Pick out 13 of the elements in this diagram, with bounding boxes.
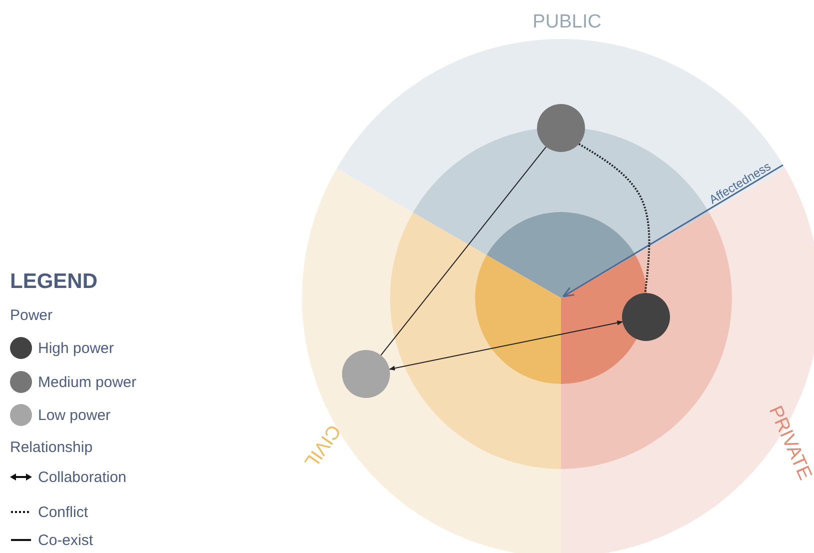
legend-text: Conflict [38, 504, 88, 520]
legend-text: High power [38, 340, 114, 356]
connector [380, 146, 547, 356]
legend-text: Low power [38, 406, 111, 424]
legend-text: Collaboration [38, 468, 126, 486]
legend-heading: Power [10, 308, 53, 322]
dotted-connector [578, 143, 650, 294]
connector [388, 320, 624, 370]
legend-heading: Relationship [10, 440, 93, 454]
legend-text: Co-exist [38, 532, 94, 548]
legend-text: Medium power [38, 374, 136, 390]
sector-label: PUBLIC [532, 12, 602, 32]
legend-title: LEGEND [10, 270, 98, 292]
